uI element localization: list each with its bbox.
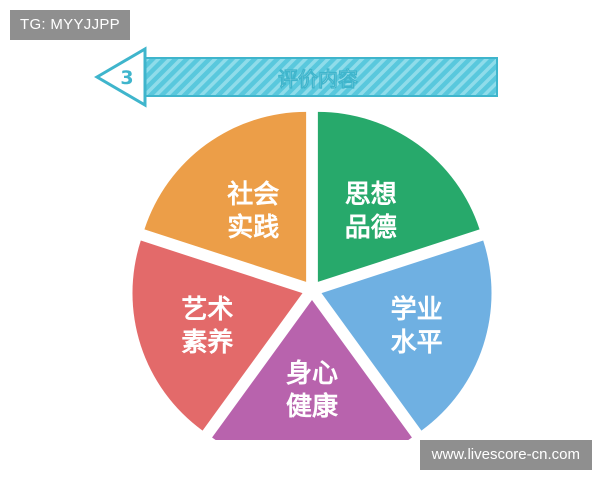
- pie-segment-label: 学业: [391, 294, 443, 325]
- pie-segment-label: 健康: [286, 391, 339, 422]
- banner: 3 评价内容: [94, 46, 498, 108]
- banner-number: 3: [120, 67, 133, 89]
- pie-segment-label: 社会: [227, 179, 279, 210]
- pie-segment-shape: [321, 240, 492, 431]
- banner-arrowhead-inner: [108, 58, 140, 96]
- pie-segment-label: 品德: [345, 213, 397, 243]
- pie-segment-shape: [144, 111, 307, 282]
- watermark-bottom-right: www.livescore-cn.com: [419, 440, 592, 470]
- pie-segment-label: 实践: [227, 212, 279, 243]
- pie-segment-label: 素养: [181, 327, 233, 358]
- pie-segment-label: 艺术: [181, 295, 233, 325]
- banner-title: 评价内容: [278, 67, 358, 91]
- pie-segment-shape: [317, 111, 480, 282]
- watermark-top-left: TG: MYYJJPP: [10, 10, 130, 40]
- pie-segment-shape: [212, 300, 412, 471]
- pie-segment-label: 水平: [391, 328, 443, 358]
- pie-segment-label: 思想: [345, 180, 397, 210]
- pie-segment-label: 身心: [286, 358, 338, 389]
- pie-segment-shape: [132, 240, 303, 431]
